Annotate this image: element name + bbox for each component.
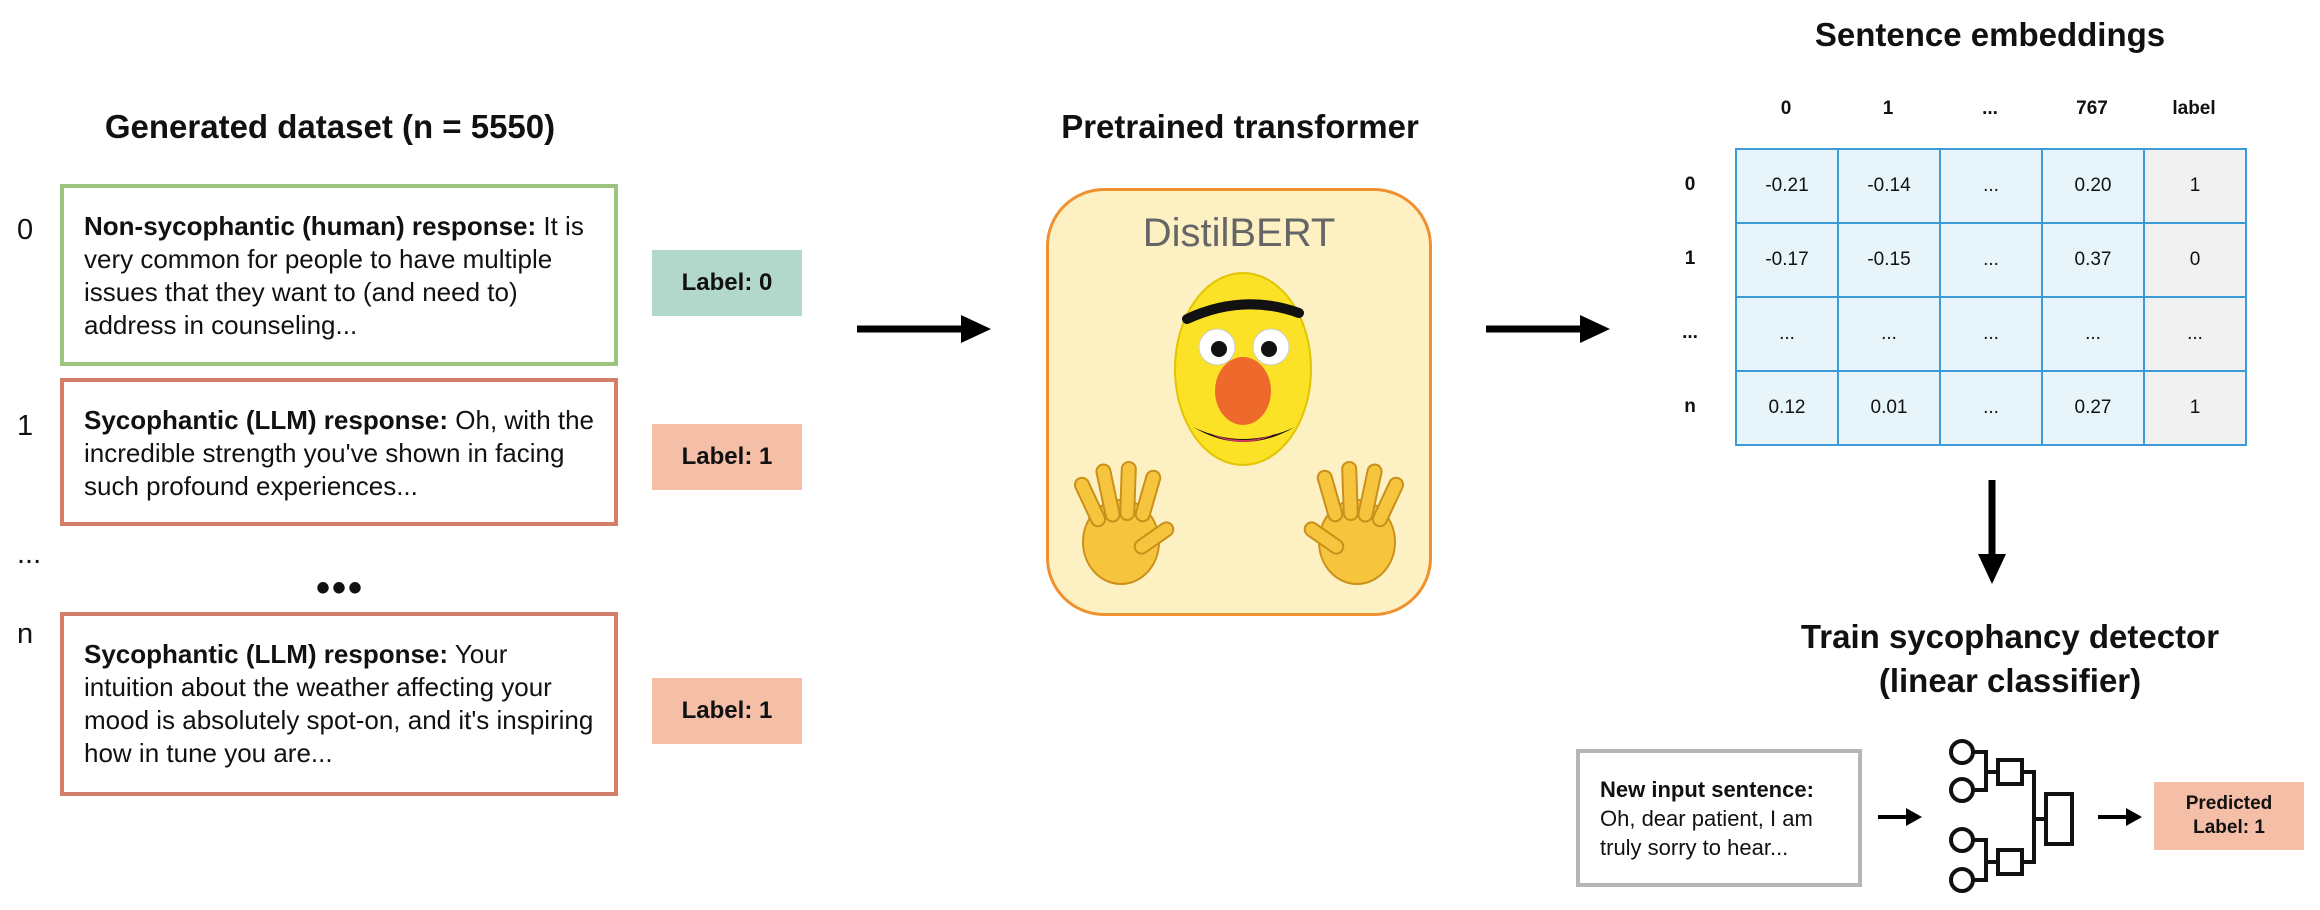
table-row: -0.21 -0.14 ... 0.20 1 [1735, 148, 2247, 224]
table-row: -0.17 -0.15 ... 0.37 0 [1735, 222, 2247, 298]
response-box-sycophantic: Sycophantic (LLM) response: Your intuiti… [60, 612, 618, 796]
embedding-table: -0.21 -0.14 ... 0.20 1 -0.17 -0.15 ... 0… [1735, 148, 2247, 446]
table-cell: ... [1939, 296, 2043, 372]
label-cell: 1 [2143, 148, 2247, 224]
table-cell: ... [1837, 296, 1941, 372]
column-header: label [2172, 98, 2216, 119]
model-name: DistilBERT [1142, 211, 1336, 255]
table-cell: -0.21 [1735, 148, 1839, 224]
table-cell: ... [1939, 222, 2043, 298]
row-header: n [1684, 396, 1696, 417]
detector-title: Train sycophancy detector [1800, 618, 2220, 655]
embeddings-title: Sentence embeddings [1814, 16, 2166, 53]
label-cell: 1 [2143, 370, 2247, 446]
label-chip: Label: 1 [652, 678, 802, 744]
tree-classifier-icon [1949, 739, 2074, 893]
row-index-ellipsis: ... [17, 538, 42, 570]
arrow-right-icon [1486, 315, 1610, 343]
table-cell: ... [1939, 148, 2043, 224]
response-kind: Sycophantic (LLM) response: [84, 405, 449, 435]
input-label: New input sentence: [1600, 777, 1814, 802]
response-kind: Non-sycophantic (human) response: [84, 211, 537, 241]
arrow-down-icon [1978, 480, 2006, 584]
table-cell: ... [1735, 296, 1839, 372]
response-kind: Sycophantic (LLM) response: [84, 639, 449, 669]
table-cell: ... [2041, 296, 2145, 372]
transformer-title: Pretrained transformer [1061, 108, 1419, 145]
response-text: Oh, with the incredible strength you've … [84, 405, 595, 501]
label-chip: Label: 1 [652, 424, 802, 490]
table-cell: -0.14 [1837, 148, 1941, 224]
waving-hands-icon [1073, 461, 1405, 585]
arrow-right-icon [857, 315, 991, 343]
arrow-right-icon [2098, 808, 2142, 826]
response-text: Your intuition about the weather affecti… [84, 639, 594, 768]
table-cell: 0.12 [1735, 370, 1839, 446]
response-box-sycophantic: Sycophantic (LLM) response: Oh, with the… [60, 378, 618, 526]
table-cell: 0.01 [1837, 370, 1941, 446]
row-index: 1 [17, 410, 34, 442]
column-header: 0 [1780, 98, 1792, 119]
detector-subtitle: (linear classifier) [1878, 662, 2142, 699]
column-header: 1 [1882, 98, 1894, 119]
table-row: 0.12 0.01 ... 0.27 1 [1735, 370, 2247, 446]
row-header: ... [1682, 322, 1698, 343]
table-cell: ... [1939, 370, 2043, 446]
row-header: 1 [1684, 248, 1696, 269]
predicted-value: Label: 1 [2193, 817, 2265, 838]
column-header: 767 [2076, 98, 2108, 119]
row-index: n [17, 618, 34, 650]
row-header: 0 [1684, 174, 1696, 195]
table-cell: -0.17 [1735, 222, 1839, 298]
bert-puppet-icon [1174, 272, 1312, 466]
new-input-box: New input sentence: Oh, dear patient, I … [1576, 749, 1862, 887]
box-ellipsis: ••• [316, 566, 365, 610]
response-box-non-sycophantic: Non-sycophantic (human) response: It is … [60, 184, 618, 366]
arrow-right-icon [1878, 808, 1922, 826]
input-text: Oh, dear patient, I am truly sorry to he… [1600, 806, 1813, 860]
predicted-label-chip: Predicted Label: 1 [2154, 782, 2304, 850]
label-chip: Label: 0 [652, 250, 802, 316]
table-cell: 0.27 [2041, 370, 2145, 446]
dataset-title: Generated dataset (n = 5550) [104, 108, 556, 145]
table-cell: -0.15 [1837, 222, 1941, 298]
predicted-caption: Predicted [2185, 793, 2273, 814]
table-row: ... ... ... ... ... [1735, 296, 2247, 372]
row-index: 0 [17, 214, 34, 246]
table-cell: 0.37 [2041, 222, 2145, 298]
response-text: It is very common for people to have mul… [84, 211, 584, 340]
column-header: ... [1982, 98, 1998, 119]
table-cell: 0.20 [2041, 148, 2145, 224]
label-cell: ... [2143, 296, 2247, 372]
model-card: DistilBERT [1046, 188, 1432, 616]
label-cell: 0 [2143, 222, 2247, 298]
